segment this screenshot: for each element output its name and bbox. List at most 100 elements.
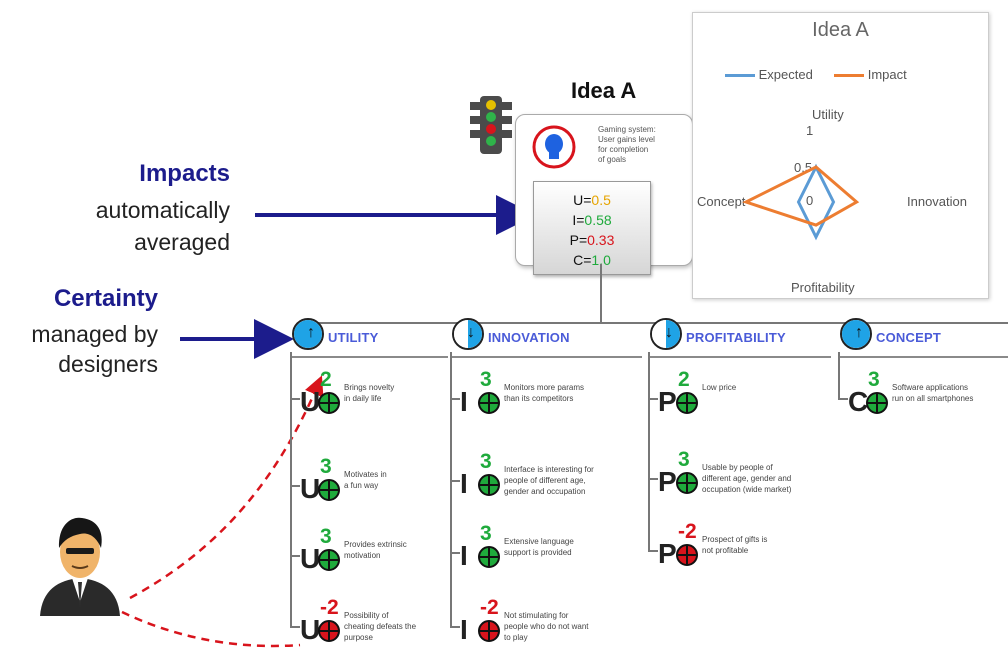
criterion-score: 3	[868, 368, 880, 391]
legend-swatch-expected	[725, 74, 755, 78]
positive-impact-icon[interactable]	[866, 392, 888, 414]
average-concept: C=1.0	[573, 252, 611, 268]
positive-impact-icon[interactable]	[676, 472, 698, 494]
certainty-annotation-title: Certainty	[53, 285, 158, 312]
radar-chart-panel: Idea A Expected Impact Utility Innovatio…	[692, 12, 989, 299]
criterion-letter: C	[848, 386, 869, 417]
criterion-letter: I	[460, 468, 468, 499]
criteria-branch	[290, 626, 300, 628]
criterion-letter: U	[300, 473, 321, 504]
radar-plot	[742, 163, 860, 241]
criteria-stem	[838, 352, 840, 398]
idea-averages-box: U=0.5 I=0.58 P=0.33 C=1.0	[533, 181, 651, 275]
criterion-letter: I	[460, 386, 468, 417]
average-innovation: I=0.58	[572, 212, 612, 228]
negative-impact-icon[interactable]	[676, 544, 698, 566]
criteria-branch	[450, 398, 460, 400]
category-header-utility[interactable]: UTILITY	[290, 322, 448, 358]
criteria-stem	[290, 352, 292, 626]
idea-card[interactable]: Gaming system: User gains level for comp…	[515, 114, 693, 275]
certainty-dial-icon[interactable]: ↓	[650, 318, 682, 350]
negative-impact-icon[interactable]	[478, 620, 500, 642]
criteria-branch	[838, 398, 848, 400]
radar-series-expected	[796, 163, 836, 241]
lightbulb-icon	[532, 125, 576, 169]
designer-dashed-arrow-1	[129, 375, 324, 600]
criteria-stem	[648, 352, 650, 550]
tree-trunk	[600, 264, 602, 322]
criterion-letter: P	[658, 386, 677, 417]
criterion-score: 3	[678, 448, 690, 471]
axis-label-innovation: Innovation	[907, 194, 967, 209]
criterion-letter: P	[658, 466, 677, 497]
positive-impact-icon[interactable]	[318, 392, 340, 414]
criterion-score: 2	[678, 368, 690, 391]
certainty-dial-icon[interactable]: ↑	[292, 318, 324, 350]
category-label-concept: CONCEPT	[876, 330, 941, 345]
idea-title: Idea A	[571, 78, 637, 103]
legend: Expected Impact	[725, 67, 907, 82]
criteria-branch	[450, 480, 460, 482]
criterion-score: 3	[320, 455, 332, 478]
legend-swatch-impact	[834, 74, 865, 78]
criteria-branch	[450, 626, 460, 628]
positive-impact-icon[interactable]	[478, 392, 500, 414]
tick-label-1: 1	[806, 123, 814, 138]
legend-label-impact: Impact	[867, 67, 907, 82]
criterion-score: 2	[320, 368, 332, 391]
criteria-branch	[648, 398, 658, 400]
criteria-branch	[648, 478, 658, 480]
criterion-letter: U	[300, 543, 321, 574]
positive-impact-icon[interactable]	[478, 474, 500, 496]
criteria-branch	[290, 485, 300, 487]
category-label-innovation: INNOVATION	[488, 330, 570, 345]
criterion-letter: U	[300, 614, 321, 645]
impacts-annotation-line1: automatically	[95, 197, 230, 223]
criteria-branch	[648, 550, 658, 552]
certainty-dial-icon[interactable]: ↑	[840, 318, 872, 350]
certainty-annotation-line1: managed by	[31, 321, 158, 347]
criterion-score: 3	[480, 368, 492, 391]
certainty-dial-icon[interactable]: ↓	[452, 318, 484, 350]
axis-label-utility: Utility	[812, 107, 844, 122]
category-header-concept[interactable]: CONCEPT	[838, 322, 1008, 358]
criteria-branch	[450, 552, 460, 554]
impacts-annotation-line2: averaged	[134, 229, 230, 255]
category-header-innovation[interactable]: INNOVATION	[450, 322, 642, 358]
category-label-profitability: PROFITABILITY	[686, 330, 786, 345]
criterion-score: -2	[480, 596, 499, 619]
positive-impact-icon[interactable]	[318, 549, 340, 571]
criterion-letter: P	[658, 538, 677, 569]
impacts-annotation-title: Impacts	[139, 160, 230, 187]
criteria-stem	[450, 352, 452, 626]
negative-impact-icon[interactable]	[318, 620, 340, 642]
positive-impact-icon[interactable]	[318, 479, 340, 501]
criterion-score: 3	[480, 450, 492, 473]
average-profitability: P=0.33	[569, 232, 615, 248]
category-header-profitability[interactable]: PROFITABILITY	[648, 322, 831, 358]
criteria-branch	[290, 555, 300, 557]
positive-impact-icon[interactable]	[478, 546, 500, 568]
criterion-letter: I	[460, 614, 468, 645]
tick-label-0: 0	[806, 193, 814, 208]
positive-impact-icon[interactable]	[676, 392, 698, 414]
